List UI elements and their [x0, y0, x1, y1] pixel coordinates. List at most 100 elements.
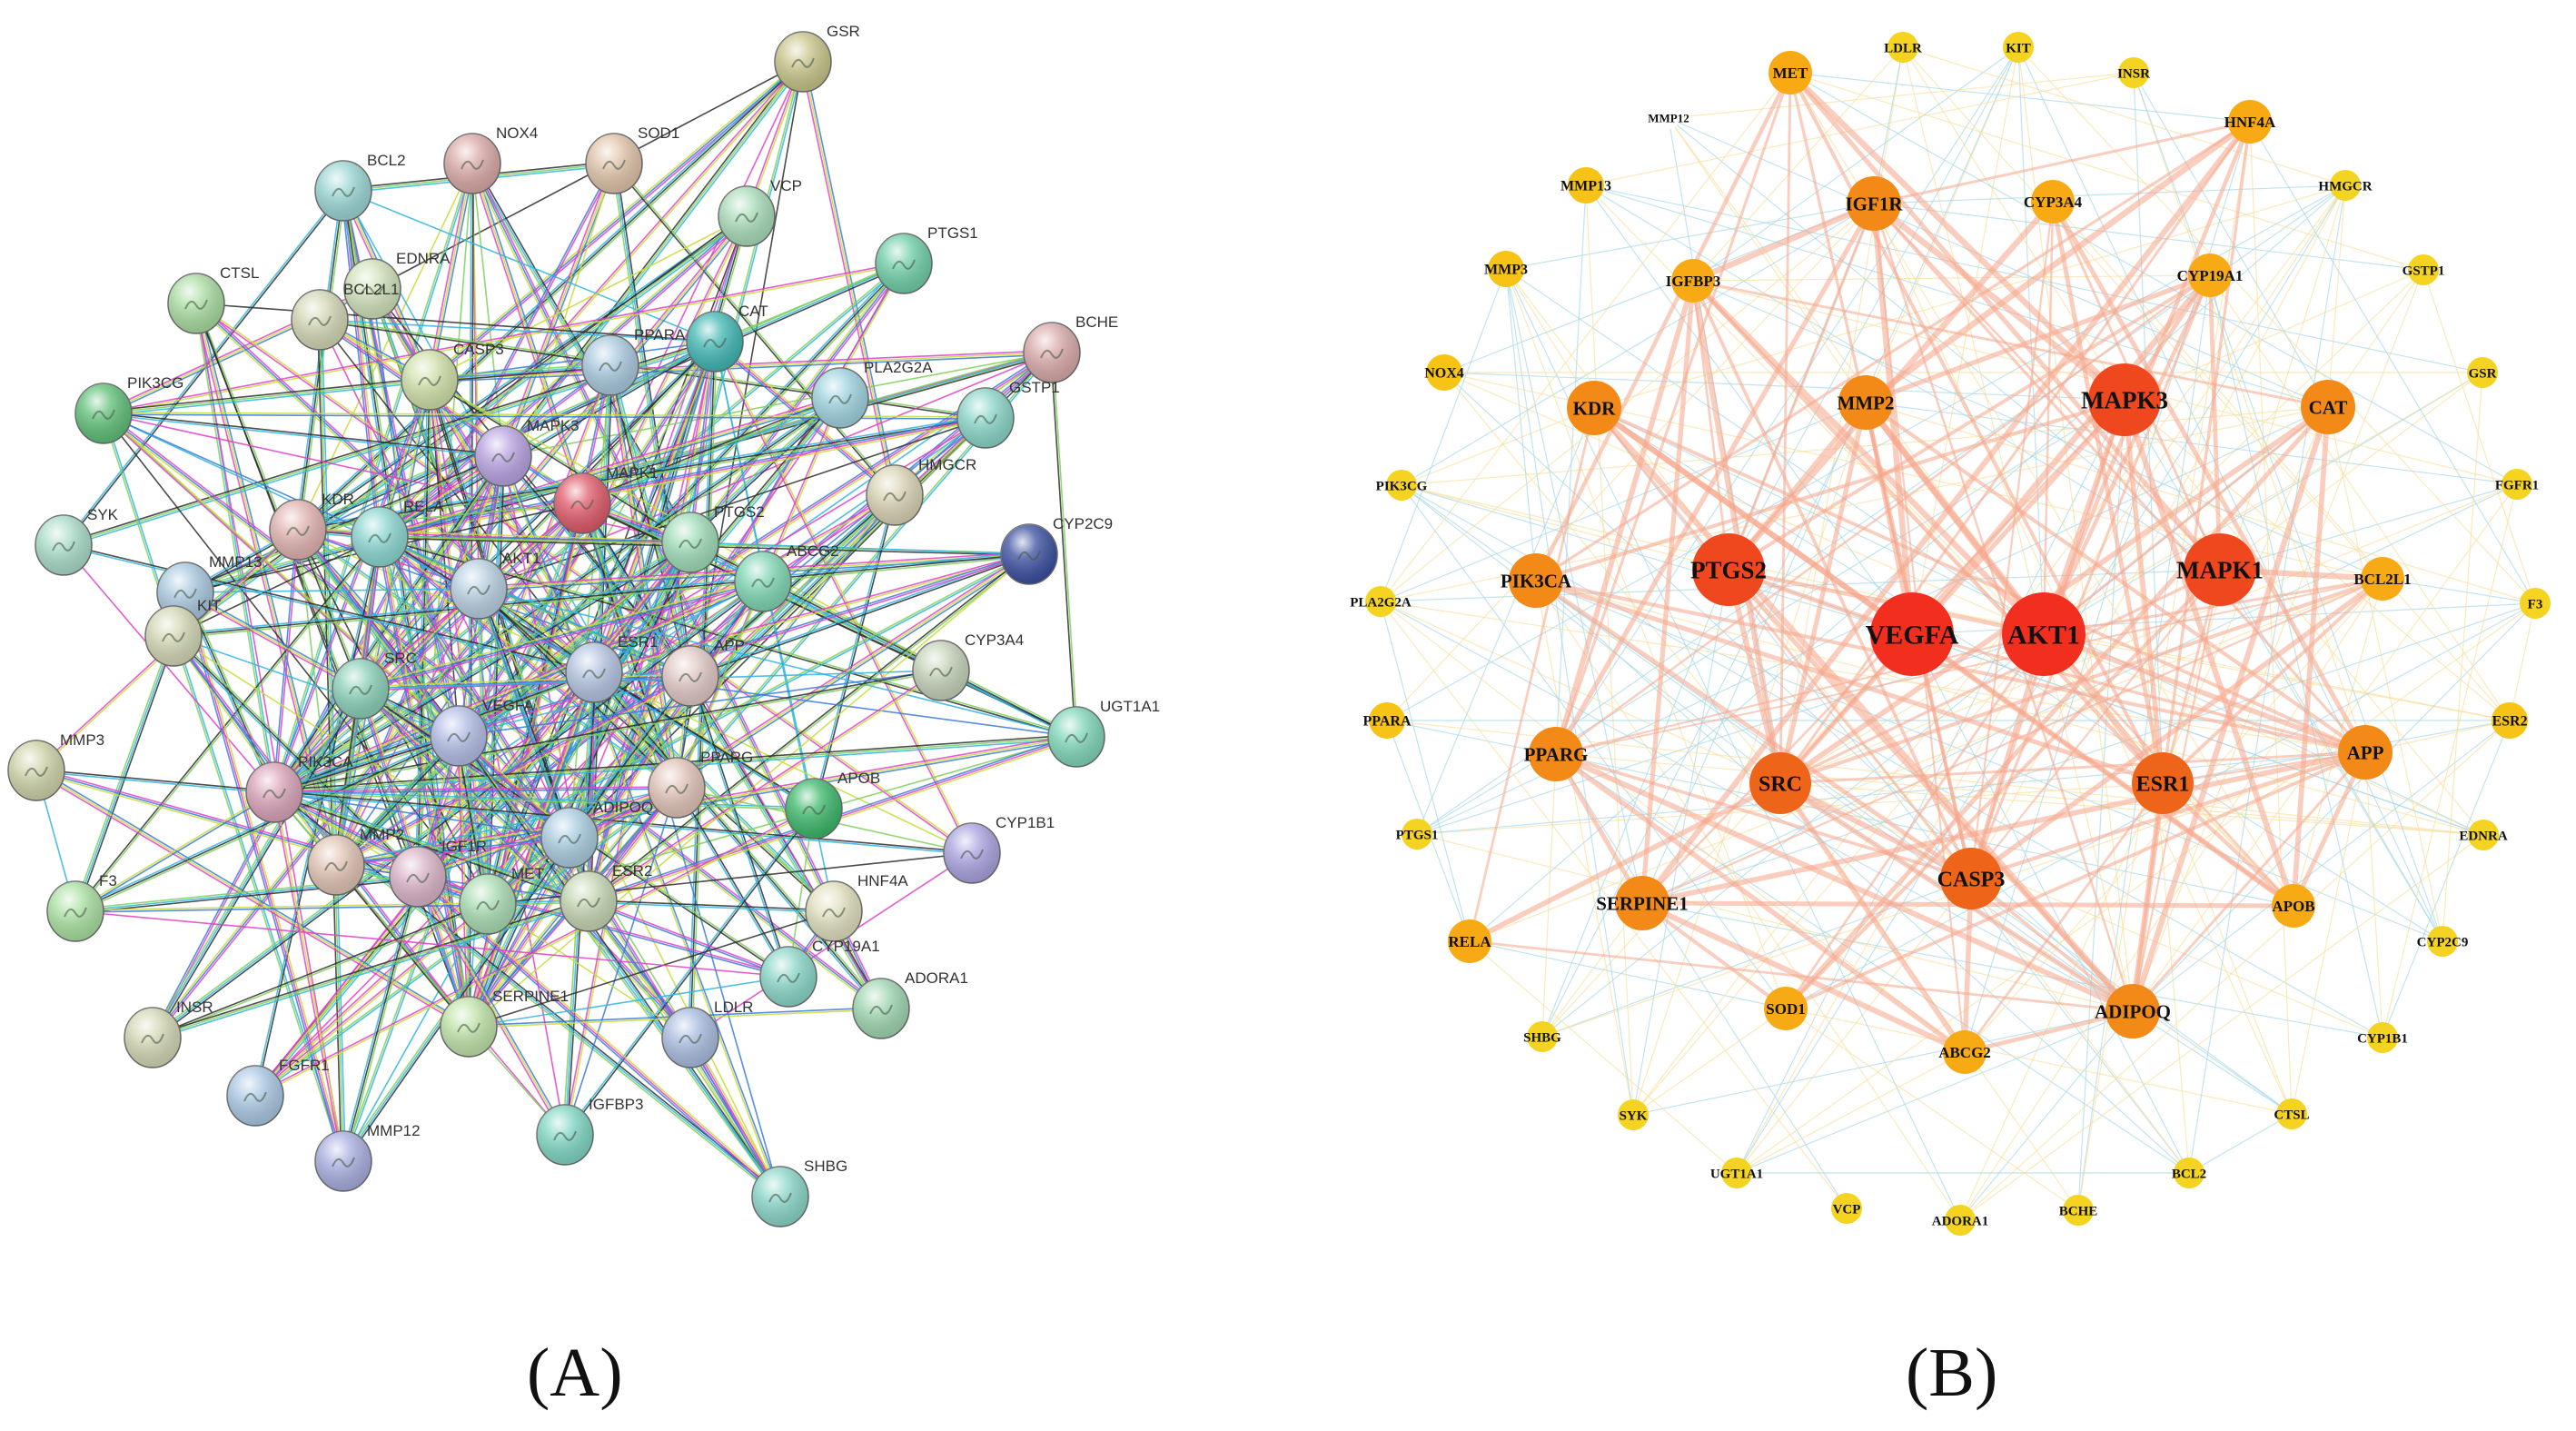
string-node-bcl2[interactable]: BCL2 — [314, 152, 406, 222]
degree-node-cat[interactable]: CAT — [2301, 380, 2355, 434]
string-node-pparg[interactable]: PPARG — [648, 749, 753, 819]
string-node-casp3[interactable]: CASP3 — [401, 341, 504, 411]
string-node-sod1[interactable]: SOD1 — [585, 124, 679, 194]
string-node-bcl2l1[interactable]: BCL2L1 — [291, 281, 399, 351]
string-node-adipoq[interactable]: ADIPOQ — [540, 799, 653, 869]
degree-node-f3[interactable]: F3 — [2520, 588, 2551, 619]
string-node-igf1r[interactable]: IGF1R — [389, 838, 487, 908]
string-node-serpine1[interactable]: SERPINE1 — [440, 988, 569, 1058]
string-node-adora1[interactable]: ADORA1 — [852, 969, 968, 1039]
string-node-mmp3[interactable]: MMP3 — [7, 731, 104, 801]
string-node-igfbp3[interactable]: IGFBP3 — [536, 1096, 643, 1166]
degree-node-esr1[interactable]: ESR1 — [2132, 752, 2194, 814]
string-node-ednra[interactable]: EDNRA — [343, 250, 451, 320]
string-node-insr[interactable]: INSR — [124, 999, 213, 1068]
string-node-ugt1a1[interactable]: UGT1A1 — [1047, 698, 1160, 768]
degree-node-cyp19a1[interactable]: CYP19A1 — [2177, 253, 2244, 297]
degree-node-rela[interactable]: RELA — [1448, 919, 1491, 963]
string-node-ptgs2[interactable]: PTGS2 — [661, 503, 765, 573]
degree-node-met[interactable]: MET — [1769, 51, 1812, 94]
string-node-gsr[interactable]: GSR — [774, 23, 860, 93]
string-node-cyp19a1[interactable]: CYP19A1 — [759, 938, 880, 1008]
degree-node-apob[interactable]: APOB — [2272, 884, 2315, 928]
string-node-gstp1[interactable]: GSTP1 — [956, 379, 1060, 449]
string-node-met[interactable]: MET — [459, 865, 544, 935]
string-node-kit[interactable]: KIT — [144, 597, 221, 667]
string-node-mapk3[interactable]: MAPK3 — [474, 417, 580, 487]
string-node-kdr[interactable]: KDR — [269, 491, 354, 561]
string-node-mapk1[interactable]: MAPK1 — [553, 464, 659, 534]
degree-node-abcg2[interactable]: ABCG2 — [1938, 1030, 1991, 1074]
degree-node-ldlr[interactable]: LDLR — [1884, 32, 1922, 63]
string-node-app[interactable]: APP — [661, 637, 745, 707]
degree-node-fgfr1[interactable]: FGFR1 — [2495, 469, 2539, 500]
degree-node-igf1r[interactable]: IGF1R — [1846, 176, 1904, 231]
degree-node-ednra[interactable]: EDNRA — [2459, 820, 2508, 850]
degree-node-cyp3a4[interactable]: CYP3A4 — [2024, 180, 2083, 224]
string-node-cyp3a4[interactable]: CYP3A4 — [912, 631, 1024, 701]
degree-node-pparg[interactable]: PPARG — [1524, 727, 1589, 781]
string-node-mmp12[interactable]: MMP12 — [314, 1122, 421, 1192]
degree-node-cyp1b1[interactable]: CYP1B1 — [2357, 1022, 2408, 1053]
degree-node-nox4[interactable]: NOX4 — [1424, 354, 1464, 391]
degree-node-adipoq[interactable]: ADIPOQ — [2095, 984, 2171, 1038]
string-node-ldlr[interactable]: LDLR — [661, 999, 753, 1068]
degree-node-ugt1a1[interactable]: UGT1A1 — [1710, 1158, 1763, 1188]
degree-node-ptgs1[interactable]: PTGS1 — [1396, 819, 1439, 850]
string-node-rela[interactable]: RELA — [351, 498, 444, 568]
string-node-apob[interactable]: APOB — [785, 770, 880, 840]
degree-node-bcl2l1[interactable]: BCL2L1 — [2353, 557, 2412, 601]
string-node-abcg2[interactable]: ABCG2 — [734, 542, 839, 612]
degree-node-app[interactable]: APP — [2338, 725, 2393, 780]
string-node-cyp1b1[interactable]: CYP1B1 — [943, 814, 1055, 884]
degree-node-pla2g2a[interactable]: PLA2G2A — [1350, 586, 1412, 617]
degree-node-ctsl[interactable]: CTSL — [2274, 1098, 2310, 1129]
degree-node-mmp12[interactable]: MMP12 — [1648, 107, 1689, 129]
string-node-akt1[interactable]: AKT1 — [450, 550, 541, 620]
string-node-esr1[interactable]: ESR1 — [565, 633, 658, 703]
string-node-esr2[interactable]: ESR2 — [560, 862, 652, 932]
degree-node-pik3cg[interactable]: PIK3CG — [1376, 470, 1428, 501]
degree-node-cyp2c9[interactable]: CYP2C9 — [2417, 926, 2469, 957]
string-node-pik3cg[interactable]: PIK3CG — [74, 374, 183, 444]
degree-node-mapk1[interactable]: MAPK1 — [2176, 533, 2264, 606]
string-node-ctsl[interactable]: CTSL — [167, 264, 259, 334]
degree-node-mmp13[interactable]: MMP13 — [1560, 167, 1611, 204]
degree-node-hnf4a[interactable]: HNF4A — [2224, 100, 2276, 144]
degree-node-igfbp3[interactable]: IGFBP3 — [1666, 259, 1720, 303]
string-node-pla2g2a[interactable]: PLA2G2A — [811, 359, 933, 429]
string-node-hnf4a[interactable]: HNF4A — [805, 872, 908, 942]
degree-node-kit[interactable]: KIT — [2003, 32, 2034, 63]
degree-node-ptgs2[interactable]: PTGS2 — [1690, 533, 1767, 606]
string-node-syk[interactable]: SYK — [35, 506, 119, 576]
degree-node-mapk3[interactable]: MAPK3 — [2081, 363, 2168, 436]
string-node-bche[interactable]: BCHE — [1023, 313, 1118, 383]
degree-node-syk[interactable]: SYK — [1618, 1099, 1649, 1130]
degree-node-bcl2[interactable]: BCL2 — [2172, 1158, 2206, 1188]
degree-node-ppara[interactable]: PPARA — [1362, 702, 1412, 739]
string-node-cat[interactable]: CAT — [686, 303, 768, 373]
degree-node-hmgcr[interactable]: HMGCR — [2318, 170, 2373, 201]
string-node-nox4[interactable]: NOX4 — [443, 124, 538, 194]
degree-node-casp3[interactable]: CASP3 — [1937, 848, 2006, 909]
degree-node-vcp[interactable]: VCP — [1831, 1193, 1862, 1224]
string-node-vegfa[interactable]: VEGFA — [430, 697, 534, 767]
string-node-src[interactable]: SRC — [332, 650, 417, 720]
string-node-ppara[interactable]: PPARA — [581, 326, 686, 396]
string-node-f3[interactable]: F3 — [46, 872, 117, 942]
degree-node-vegfa[interactable]: VEGFA — [1866, 592, 1959, 676]
degree-node-src[interactable]: SRC — [1749, 752, 1811, 814]
degree-node-gstp1[interactable]: GSTP1 — [2403, 254, 2445, 285]
degree-node-pik3ca[interactable]: PIK3CA — [1501, 553, 1572, 608]
string-node-pik3ca[interactable]: PIK3CA — [245, 753, 353, 823]
degree-node-esr2[interactable]: ESR2 — [2492, 702, 2528, 739]
degree-node-sod1[interactable]: SOD1 — [1764, 987, 1808, 1030]
degree-node-mmp3[interactable]: MMP3 — [1484, 251, 1528, 287]
string-node-ptgs1[interactable]: PTGS1 — [875, 224, 978, 294]
degree-node-kdr[interactable]: KDR — [1567, 381, 1621, 435]
degree-node-gsr[interactable]: GSR — [2467, 357, 2498, 388]
string-node-hmgcr[interactable]: HMGCR — [866, 456, 976, 526]
string-node-vcp[interactable]: VCP — [718, 177, 802, 247]
string-node-mmp2[interactable]: MMP2 — [307, 826, 404, 896]
degree-node-bche[interactable]: BCHE — [2059, 1195, 2098, 1226]
